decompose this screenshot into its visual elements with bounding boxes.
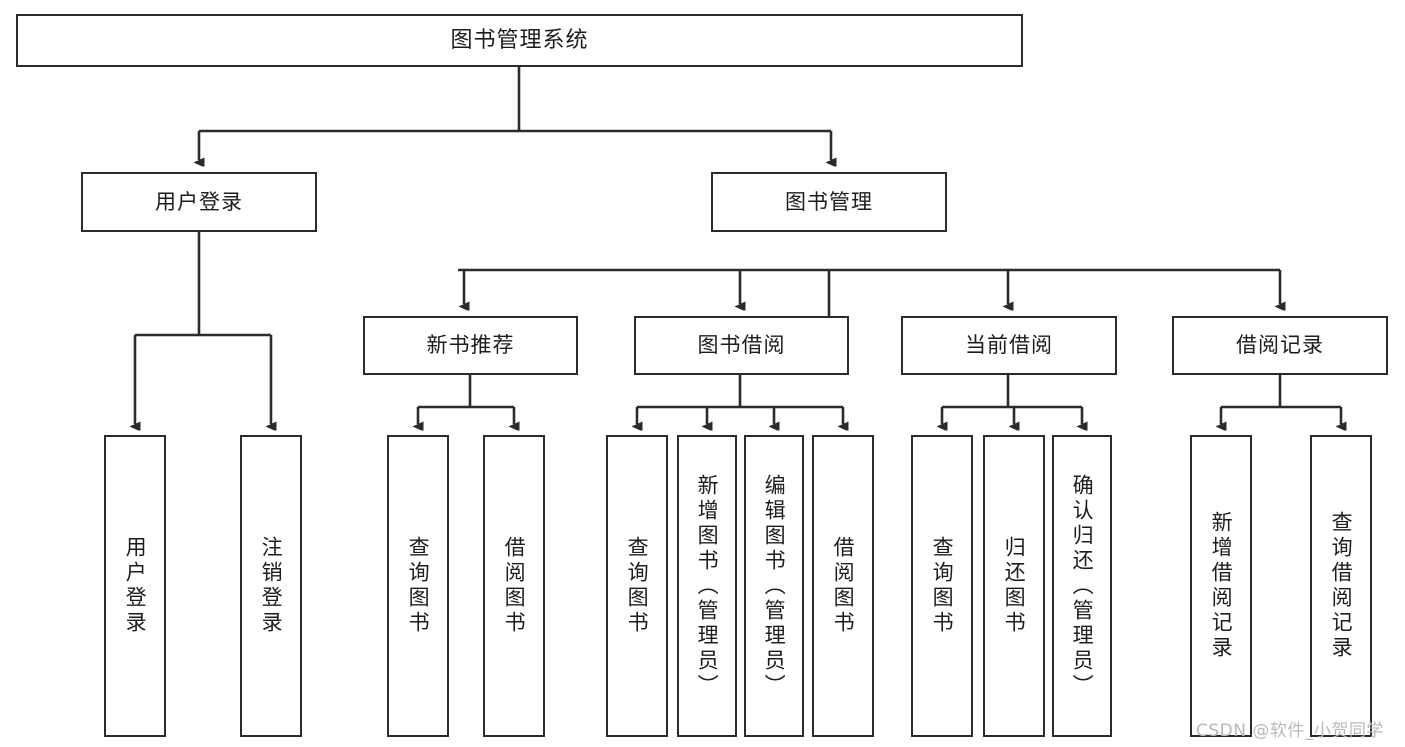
node-book-borrow[interactable]: 图书借阅 xyxy=(634,316,849,375)
node-current-borrow-label: 当前借阅 xyxy=(965,333,1053,358)
node-book-borrow-label: 图书借阅 xyxy=(697,333,786,358)
leaf-confirm-return-admin-label: 确认归还（管理员） xyxy=(1070,473,1095,699)
leaf-borrow-book-newbook-label: 借阅图书 xyxy=(502,536,527,636)
leaf-query-book-current[interactable]: 查询图书 xyxy=(911,435,973,737)
leaf-add-book-admin[interactable]: 新增图书（管理员） xyxy=(677,435,737,737)
node-user-login-label: 用户登录 xyxy=(155,189,243,214)
leaf-borrow-book-borrow[interactable]: 借阅图书 xyxy=(812,435,874,737)
leaf-add-borrow-record[interactable]: 新增借阅记录 xyxy=(1190,435,1252,737)
node-root[interactable]: 图书管理系统 xyxy=(16,14,1023,67)
leaf-borrow-book-newbook[interactable]: 借阅图书 xyxy=(483,435,545,737)
leaf-add-borrow-record-label: 新增借阅记录 xyxy=(1209,511,1234,661)
leaf-return-book[interactable]: 归还图书 xyxy=(983,435,1045,737)
leaf-logout-label: 注销登录 xyxy=(259,536,284,636)
node-current-borrow[interactable]: 当前借阅 xyxy=(901,316,1117,375)
leaf-user-login[interactable]: 用户登录 xyxy=(104,435,166,737)
leaf-add-book-admin-label: 新增图书（管理员） xyxy=(695,473,720,699)
node-book-management[interactable]: 图书管理 xyxy=(711,172,947,232)
leaf-logout[interactable]: 注销登录 xyxy=(240,435,302,737)
leaf-query-book-current-label: 查询图书 xyxy=(930,536,955,636)
csdn-watermark: CSDN @软件_小贺同学 xyxy=(1196,721,1384,741)
leaf-query-book-newbook[interactable]: 查询图书 xyxy=(387,435,449,737)
node-user-login[interactable]: 用户登录 xyxy=(81,172,317,232)
leaf-user-login-label: 用户登录 xyxy=(123,536,148,636)
leaf-borrow-book-borrow-label: 借阅图书 xyxy=(831,536,856,636)
leaf-query-borrow-record-label: 查询借阅记录 xyxy=(1329,511,1354,661)
leaf-query-book-newbook-label: 查询图书 xyxy=(406,536,431,636)
leaf-return-book-label: 归还图书 xyxy=(1002,536,1027,636)
leaf-edit-book-admin-label: 编辑图书（管理员） xyxy=(762,473,787,699)
leaf-edit-book-admin[interactable]: 编辑图书（管理员） xyxy=(744,435,804,737)
leaf-confirm-return-admin[interactable]: 确认归还（管理员） xyxy=(1052,435,1112,737)
node-root-label: 图书管理系统 xyxy=(450,27,589,53)
node-new-book-recommend[interactable]: 新书推荐 xyxy=(363,316,578,375)
node-borrow-record[interactable]: 借阅记录 xyxy=(1172,316,1388,375)
node-borrow-record-label: 借阅记录 xyxy=(1236,333,1324,358)
node-book-management-label: 图书管理 xyxy=(785,189,873,214)
node-new-book-recommend-label: 新书推荐 xyxy=(426,333,515,358)
leaf-query-book-borrow-label: 查询图书 xyxy=(625,536,650,636)
leaf-query-borrow-record[interactable]: 查询借阅记录 xyxy=(1310,435,1372,737)
leaf-query-book-borrow[interactable]: 查询图书 xyxy=(606,435,668,737)
